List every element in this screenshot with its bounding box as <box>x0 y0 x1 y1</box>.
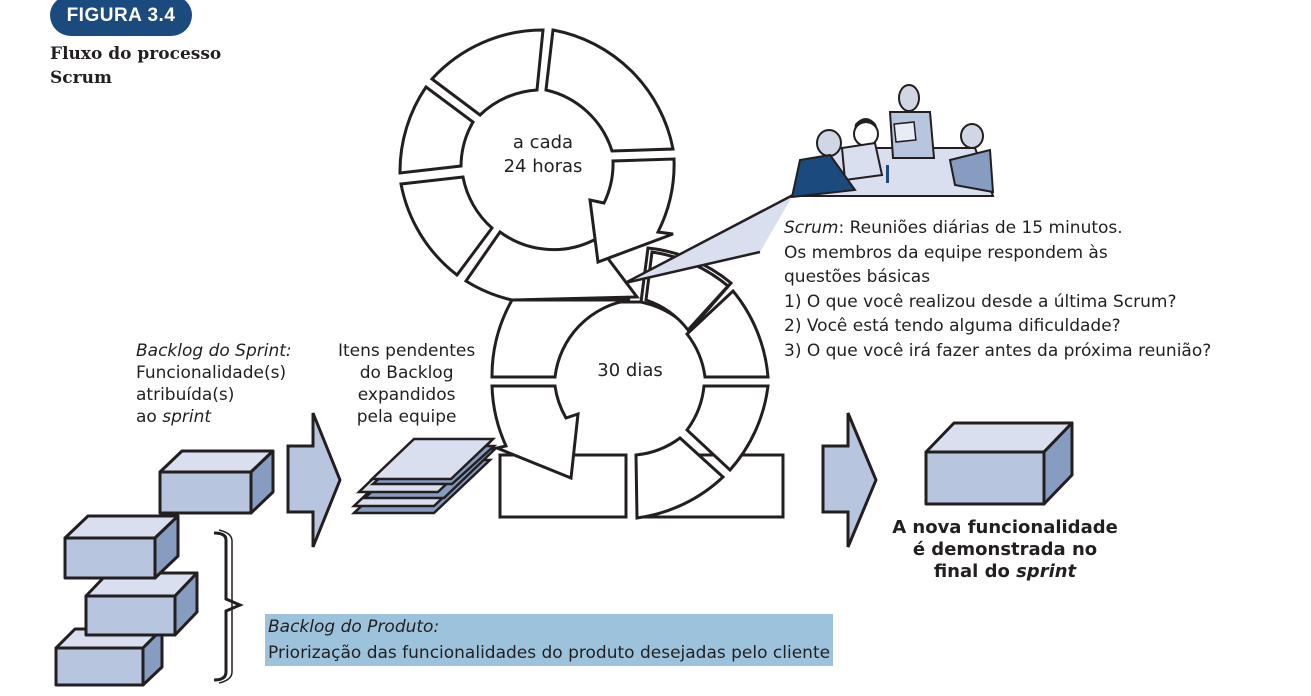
result-line1: A nova funcionalidade <box>892 517 1118 538</box>
scrum-term: Scrum <box>784 218 839 238</box>
daily-segment-arrow <box>588 157 676 265</box>
scrum-line2: Os membros da equipe respondem às <box>784 242 1108 263</box>
product-backlog-bracket <box>213 531 244 682</box>
person-left <box>790 129 857 199</box>
backlog-box-4 <box>54 627 164 687</box>
daily-cycle-line1: a cada <box>512 132 574 153</box>
result-label: A nova funcionalidade é demonstrada no f… <box>880 517 1130 583</box>
sprint-backlog-line3: ao sprint <box>136 406 292 428</box>
team-meeting-illustration <box>789 84 995 199</box>
result-line3-prefix: final do <box>933 561 1017 582</box>
result-line3: final do sprint <box>880 561 1130 583</box>
expanded-backlog-sheets <box>350 437 499 515</box>
sprint-backlog-line3-italic: sprint <box>162 407 212 427</box>
sprint-segment-right-upper <box>684 288 770 379</box>
daily-segment-top-left <box>429 28 545 117</box>
daily-cycle-line2: 24 horas <box>503 156 583 177</box>
backlog-box-1 <box>158 449 275 515</box>
sprint-backlog-line3-prefix: ao <box>136 407 163 427</box>
sprint-cycle-label: 30 dias <box>597 360 663 381</box>
product-backlog-stack <box>54 449 275 687</box>
person-dark-hair <box>840 118 889 183</box>
figure-title-line1: Fluxo do processo <box>50 44 222 64</box>
figure-title: Fluxo do processo Scrum <box>50 42 221 90</box>
daily-segment-left-upper <box>398 84 475 175</box>
figure-title-line2: Scrum <box>50 68 112 88</box>
backlog-box-3 <box>84 571 199 637</box>
figure-number: FIGURA 3.4 <box>66 5 176 26</box>
sprint-backlog-title: Backlog do Sprint: <box>136 341 292 361</box>
sprint-segment-arrow <box>490 384 580 481</box>
pending-line3: expandidos <box>357 385 456 405</box>
sprint-segment-top <box>513 246 734 333</box>
pending-line2: do Backlog <box>359 363 454 383</box>
product-backlog-bracket-inner <box>218 529 233 684</box>
speech-pointer-outline <box>624 193 794 285</box>
daily-segment-bottom <box>463 229 640 302</box>
sprint-backlog-label: Backlog do Sprint: Funcionalidade(s) atr… <box>136 340 292 428</box>
backlog-box-2 <box>63 514 180 580</box>
pending-line1: Itens pendentes <box>338 341 476 361</box>
sprint-segment-right-lower <box>684 384 770 473</box>
person-standing <box>888 84 936 159</box>
sprint-segment-bottom-right <box>634 436 726 520</box>
arrow-to-result <box>821 412 878 548</box>
scrum-line1-text: : Reuniões diárias de 15 minutos. <box>838 218 1123 238</box>
pending-line4: pela equipe <box>356 407 457 427</box>
sprint-cycle-ring <box>490 246 770 520</box>
daily-segment-left-lower <box>399 175 495 278</box>
arrow-to-sprint-backlog <box>286 412 342 548</box>
sprint-backlog-line2: atribuída(s) <box>136 385 235 405</box>
product-backlog-title: Backlog do Produto: <box>268 617 440 637</box>
new-functionality-box <box>924 421 1074 506</box>
result-line3-italic: sprint <box>1016 561 1077 582</box>
result-line2: é demonstrada no <box>912 539 1098 560</box>
daily-cycle-label: a cada 24 horas <box>498 131 588 179</box>
pending-items-label: Itens pendentes do Backlog expandidos pe… <box>338 340 475 428</box>
scrum-question-3: 3) O que você irá fazer antes da próxima… <box>784 340 1212 361</box>
sprint-backlog-line1: Funcionalidade(s) <box>136 363 287 383</box>
product-backlog-description: Priorização das funcionalidades do produ… <box>268 643 831 663</box>
scrum-meeting-description: Scrum: Reuniões diárias de 15 minutos. O… <box>784 216 1211 363</box>
daily-cycle-ring <box>398 28 676 302</box>
scrum-line1: Scrum: Reuniões diárias de 15 minutos. <box>784 216 1211 241</box>
scrum-question-1: 1) O que você realizou desde a última Sc… <box>784 291 1177 312</box>
person-right <box>948 123 995 194</box>
scrum-line3: questões básicas <box>784 267 931 287</box>
scrum-question-2: 2) Você está tendo alguma dificuldade? <box>784 316 1121 336</box>
sprint-segment-top-left <box>490 298 631 379</box>
daily-segment-top-right <box>544 28 675 153</box>
product-backlog-label: Backlog do Produto: Priorização das func… <box>265 614 834 666</box>
figure-badge: FIGURA 3.4 <box>50 0 192 36</box>
